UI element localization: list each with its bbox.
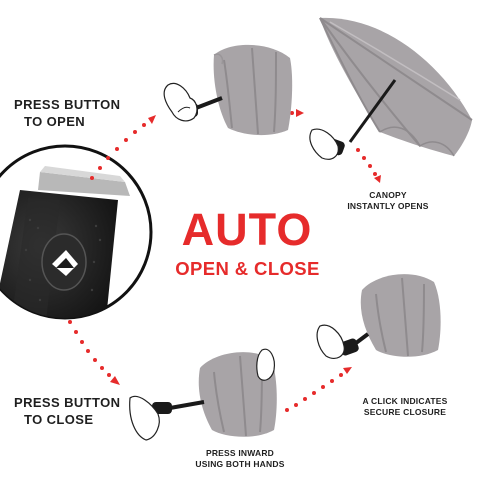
label-canopy-line1: CANOPY xyxy=(369,190,407,200)
dots-circle-to-open xyxy=(90,123,146,180)
label-press-close-line2: TO CLOSE xyxy=(24,412,94,427)
label-press-close: PRESS BUTTON TO CLOSE xyxy=(14,394,120,428)
handle-closeup-icon xyxy=(0,144,153,320)
label-click-indicates: A CLICK INDICATES SECURE CLOSURE xyxy=(350,396,460,418)
dots-to-canopy-label xyxy=(356,148,377,176)
arrow-icon xyxy=(374,175,381,183)
label-press-inward: PRESS INWARD USING BOTH HANDS xyxy=(188,448,292,470)
arrow-icon xyxy=(148,115,156,124)
label-click-line2: SECURE CLOSURE xyxy=(363,407,447,417)
label-press-open-line2: TO OPEN xyxy=(24,114,86,129)
umbrella-open-icon xyxy=(309,17,473,160)
label-press-open: PRESS BUTTON TO OPEN xyxy=(14,96,120,130)
arrow-icon xyxy=(343,367,352,374)
label-press-open-line1: PRESS BUTTON xyxy=(14,97,121,112)
label-press-inward-line1: PRESS INWARD xyxy=(205,448,275,458)
label-canopy: CANOPY INSTANTLY OPENS xyxy=(338,190,438,212)
label-press-close-line1: PRESS BUTTON xyxy=(14,395,121,410)
umbrella-press-icon xyxy=(129,348,277,441)
headline-title: AUTO xyxy=(181,204,313,255)
label-click-line1: A CLICK INDICATES xyxy=(362,396,448,406)
dots-press-to-click xyxy=(285,373,343,412)
dots-circle-to-close xyxy=(68,320,111,377)
headline-subtitle: OPEN & CLOSE xyxy=(175,258,320,279)
umbrella-closed-icon xyxy=(195,44,293,136)
label-canopy-line2: INSTANTLY OPENS xyxy=(347,201,429,211)
arrow-icon xyxy=(110,376,120,385)
hand-icon xyxy=(163,82,198,122)
umbrella-click-icon xyxy=(316,274,441,359)
arrow-icon xyxy=(296,109,304,117)
label-press-inward-line2: USING BOTH HANDS xyxy=(195,459,285,469)
